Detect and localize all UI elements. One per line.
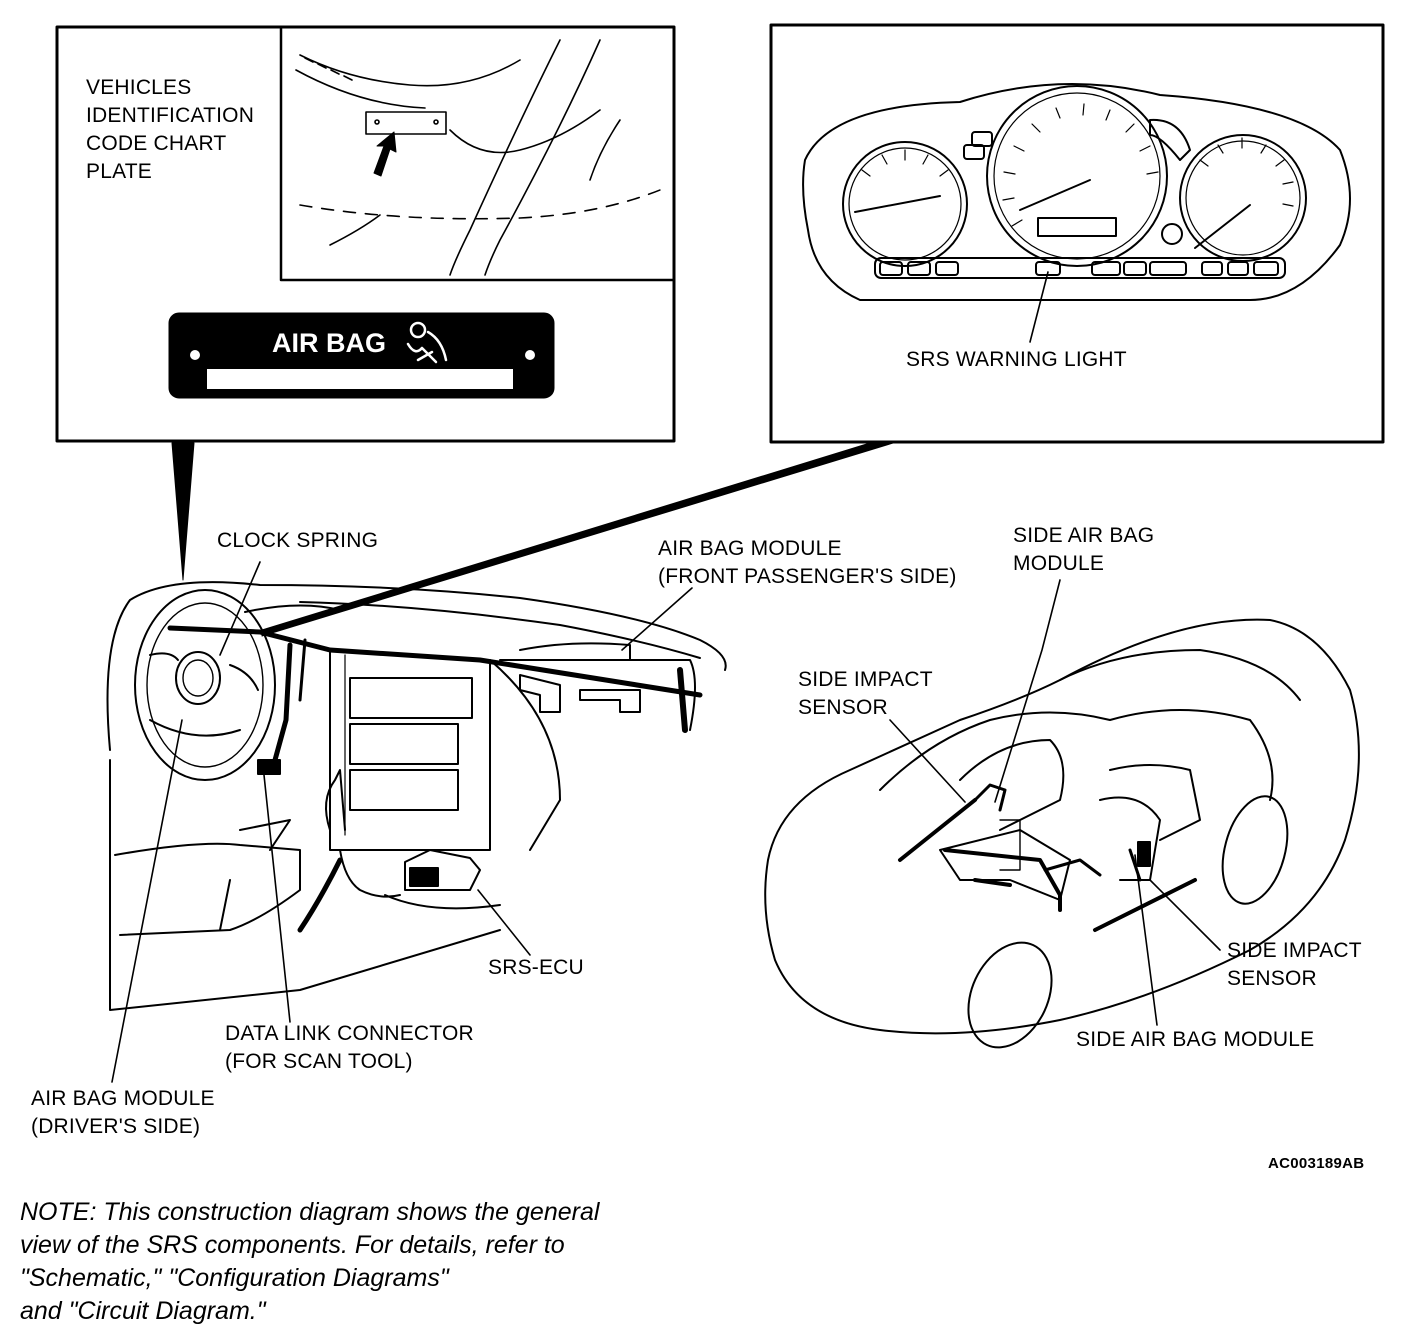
label-line: SIDE AIR BAG MODULE: [1076, 1028, 1315, 1051]
car-drawing: [764, 618, 1360, 1049]
air-bag-module-passenger-label: AIR BAG MODULE (FRONT PASSENGER'S SIDE): [658, 535, 957, 591]
clock-spring-label: CLOCK SPRING: [217, 527, 378, 555]
plate-caption-line: PLATE: [86, 160, 152, 183]
label-line: SIDE AIR BAG: [1013, 524, 1155, 547]
side-impact-sensor-left-label: SIDE IMPACT SENSOR: [798, 666, 933, 722]
cluster-inset-frame: [769, 23, 1385, 444]
label-line: AIR BAG MODULE: [658, 537, 842, 560]
plate-caption-line: VEHICLES: [86, 76, 192, 99]
plate-location-view: [279, 25, 676, 282]
plate-arrow: [373, 131, 397, 177]
speedometer-ticks: [861, 103, 1294, 227]
label-line: SIDE IMPACT: [1227, 939, 1362, 962]
srs-warning-light-label: SRS WARNING LIGHT: [906, 348, 1127, 371]
car-leaders: [889, 579, 1221, 1026]
label-line: DATA LINK CONNECTOR: [225, 1022, 474, 1045]
label-line: (DRIVER'S SIDE): [31, 1115, 201, 1138]
note-line: and "Circuit Diagram.": [20, 1297, 266, 1325]
label-line: SENSOR: [1227, 967, 1317, 990]
srs-ecu-label: SRS-ECU: [488, 954, 584, 982]
label-line: CLOCK SPRING: [217, 529, 379, 552]
plate-caption: VEHICLES IDENTIFICATION CODE CHART PLATE: [86, 74, 254, 186]
srs-warning-leader: [1029, 271, 1049, 343]
data-link-connector-label: DATA LINK CONNECTOR (FOR SCAN TOOL): [225, 1020, 474, 1076]
label-line: SRS-ECU: [488, 956, 584, 979]
side-impact-sensor-right-label: SIDE IMPACT SENSOR: [1227, 937, 1362, 993]
plate-callout-pointer: [171, 442, 195, 581]
dashboard-leaders: [111, 561, 693, 1083]
dashboard-drawing: [106, 581, 727, 1011]
note-line: "Schematic," "Configuration Diagrams": [20, 1264, 449, 1292]
label-line: SIDE IMPACT: [798, 668, 933, 691]
side-air-bag-module-top-label: SIDE AIR BAG MODULE: [1013, 522, 1154, 578]
label-line: (FRONT PASSENGER'S SIDE): [658, 565, 957, 588]
note-line: NOTE: This construction diagram shows th…: [20, 1198, 600, 1226]
label-line: AIR BAG MODULE: [31, 1087, 215, 1110]
airbag-person-icon: [406, 321, 448, 364]
plate-caption-line: IDENTIFICATION: [86, 104, 255, 127]
plate-location-sketch: [295, 39, 661, 276]
air-bag-module-driver-label: AIR BAG MODULE (DRIVER'S SIDE): [31, 1085, 215, 1141]
figure-code: AC003189AB: [1268, 1155, 1365, 1172]
instrument-cluster: [802, 83, 1351, 301]
label-line: MODULE: [1013, 552, 1105, 575]
side-air-bag-module-bottom-label: SIDE AIR BAG MODULE: [1076, 1026, 1314, 1054]
plate-text: AIR BAG: [272, 328, 386, 358]
label-line: (FOR SCAN TOOL): [225, 1050, 413, 1073]
label-line: SENSOR: [798, 696, 888, 719]
note-line: view of the SRS components. For details,…: [20, 1231, 565, 1259]
note-text: NOTE: This construction diagram shows th…: [20, 1196, 710, 1328]
plate-caption-line: CODE CHART: [86, 132, 227, 155]
